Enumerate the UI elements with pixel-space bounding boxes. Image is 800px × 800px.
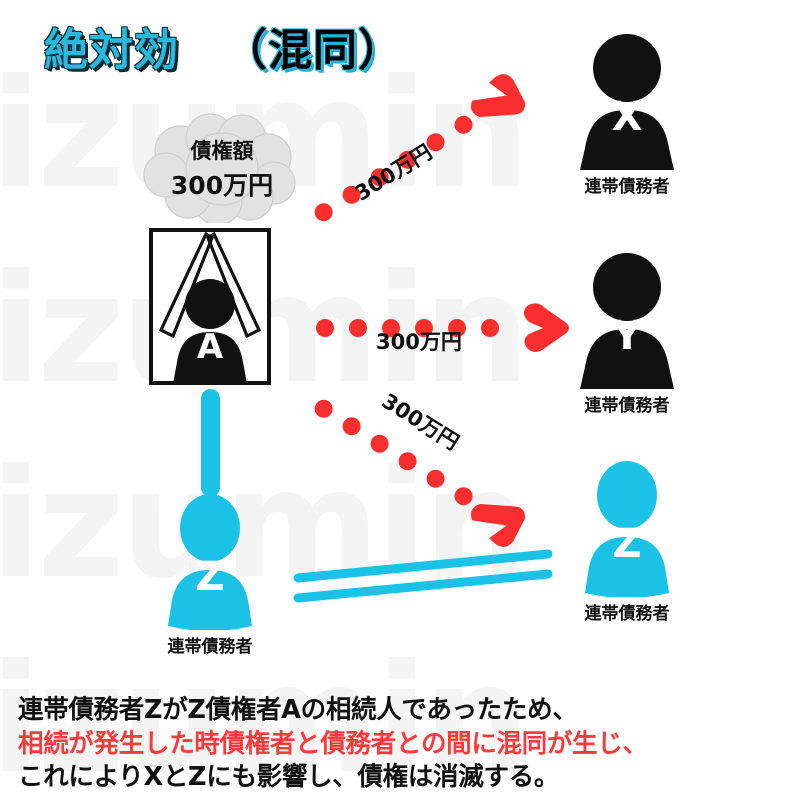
payment-arrow-to-x (310, 74, 526, 227)
person-z-right: Z 連帯債務者 (567, 457, 687, 624)
arrowhead-icon (523, 303, 569, 352)
person-label: 連帯債務者 (584, 396, 670, 416)
portrait-letter: A (196, 327, 224, 367)
inheritance-link-bar (201, 389, 220, 497)
arrow-dot (339, 413, 365, 439)
arrow-dot (311, 199, 337, 225)
arrow-dot (367, 431, 393, 457)
payment-arrow-to-z (310, 394, 526, 547)
caption-line-1: 連帯債務者ZがZ債権者Aの相続人であったため、 (18, 695, 578, 725)
person-icon (168, 494, 252, 630)
payment-arrow-to-y (316, 303, 569, 352)
arrow-dot (349, 319, 367, 337)
cloud-shape-icon (143, 113, 296, 223)
person-icon (580, 253, 674, 389)
caption-line-3: これによりXとZにも影響し、債権は消滅する。 (18, 762, 560, 793)
arrow-dot (382, 319, 400, 337)
arrowhead-icon (470, 504, 526, 547)
arrow-dots (316, 319, 499, 337)
cloud-line-1: 債権額 (190, 138, 254, 163)
arrow-dot (395, 448, 420, 474)
person-label: 連帯債務者 (584, 177, 670, 197)
person-label: 連帯債務者 (167, 637, 253, 657)
arrowhead-icon (470, 74, 526, 117)
person-z-left: Z 連帯債務者 (150, 490, 270, 657)
arrow-label-to-y: 300万円 (376, 330, 462, 354)
arrow-dot (451, 112, 476, 138)
arrow-dot (423, 466, 448, 492)
cloud-bubble: 債権額 300万円 (142, 113, 302, 223)
portrait-contents-icon (158, 232, 262, 381)
title-main-text: 絶対効 (44, 25, 179, 76)
arrow-dot (311, 396, 337, 422)
arrow-dot (316, 319, 334, 337)
person-y: Y 連帯債務者 (567, 249, 687, 416)
arrow-dot (448, 319, 466, 337)
page-title: 絶対効 （混同） (44, 14, 403, 78)
arrow-dot (415, 319, 433, 337)
person-icon (585, 461, 669, 597)
arrow-dot (481, 319, 499, 337)
person-x: X 連帯債務者 (567, 30, 687, 197)
person-icon (580, 34, 674, 170)
memorial-photo-frame: A (149, 228, 271, 385)
caption-line-2: 相続が発生した時債権者と債務者との間に混同が生じ、 (18, 728, 648, 759)
equals-lines-icon (293, 549, 553, 603)
arrow-label-to-x: 300万円 (350, 139, 437, 206)
cloud-line-2: 300万円 (170, 170, 274, 200)
cloud-text: 債権額 300万円 (142, 113, 302, 223)
person-label: 連帯債務者 (584, 604, 670, 624)
arrow-dot (451, 483, 476, 509)
caption-block: 連帯債務者ZがZ債権者Aの相続人であったため、 相続が発生した時債権者と債務者と… (18, 694, 648, 795)
title-sub-text: （混同） (223, 25, 403, 76)
equals-connector (292, 548, 554, 604)
